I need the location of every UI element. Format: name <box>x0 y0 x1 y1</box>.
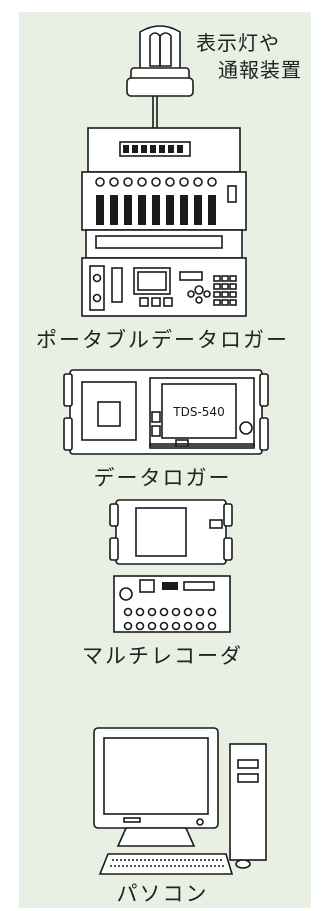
multi-recorder-label: マルチレコーダ <box>82 644 243 668</box>
indicator-label-line-1: 表示灯や <box>196 31 280 55</box>
indicator-label-line-2: 通報装置 <box>218 58 302 82</box>
indicator-label: 表示灯や 通報装置 <box>196 30 302 84</box>
data-logger-label: データロガー <box>93 466 232 490</box>
portable-data-logger-illustration <box>81 127 247 317</box>
data-logger-screen-text: TDS-540 <box>172 405 224 419</box>
portable-data-logger-label: ポータブルデータロガー <box>36 328 289 352</box>
warning-lamp-icon <box>126 25 194 128</box>
multi-recorder-illustration <box>109 499 233 633</box>
personal-computer-illustration <box>93 727 267 875</box>
data-logger-illustration <box>63 369 269 455</box>
personal-computer-label: パソコン <box>116 882 209 906</box>
